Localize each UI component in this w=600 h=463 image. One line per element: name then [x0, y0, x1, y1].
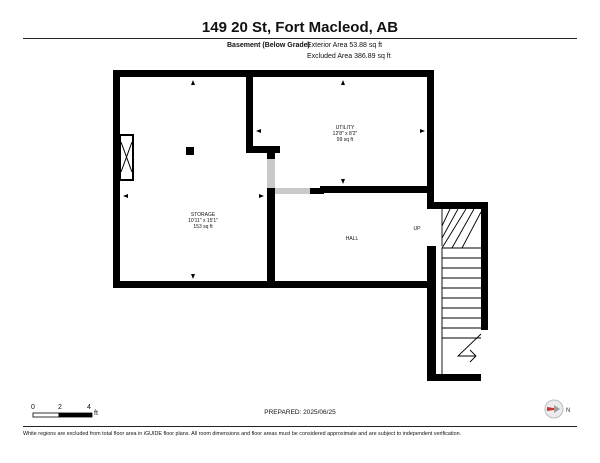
- storage-area: 153 sq ft: [193, 224, 213, 230]
- utility-dims: 12'8" x 8'2": [333, 131, 358, 137]
- interior-walls: [246, 77, 427, 281]
- property-address-title: 149 20 St, Fort Macleod, AB: [201, 19, 399, 36]
- scale-tick-0: 0: [31, 404, 35, 411]
- utility-name: UTILITY: [336, 125, 355, 131]
- window: [119, 134, 134, 181]
- staircase: [441, 208, 482, 374]
- stairs-up-label: UP: [414, 226, 422, 232]
- footer-divider: [23, 426, 577, 427]
- header-divider: [23, 38, 577, 39]
- storage-name: STORAGE: [191, 212, 216, 218]
- exterior-walls: [113, 70, 488, 381]
- scale-unit: ft: [94, 410, 98, 417]
- level-name: Basement (Below Grade): [227, 42, 310, 49]
- support-column: [186, 147, 194, 155]
- prepared-date: PREPARED: 2025/06/25: [264, 409, 336, 416]
- dimension-arrows: [123, 80, 425, 279]
- exterior-area: Exterior Area 53.88 sq ft: [307, 42, 383, 49]
- compass-north-label: N: [566, 408, 570, 414]
- hall-name: HALL: [346, 236, 359, 242]
- scale-bar: [32, 412, 93, 418]
- disclaimer-text: White regions are excluded from total fl…: [23, 431, 462, 437]
- excluded-area: Excluded Area 386.89 sq ft: [307, 53, 391, 60]
- utility-area: 99 sq ft: [337, 137, 354, 143]
- scale-tick-4: 4: [87, 404, 91, 411]
- scale-tick-2: 2: [58, 404, 62, 411]
- door-openings: [267, 159, 310, 194]
- compass-icon: N: [542, 396, 572, 427]
- storage-dims: 10'11" x 15'1": [188, 218, 218, 224]
